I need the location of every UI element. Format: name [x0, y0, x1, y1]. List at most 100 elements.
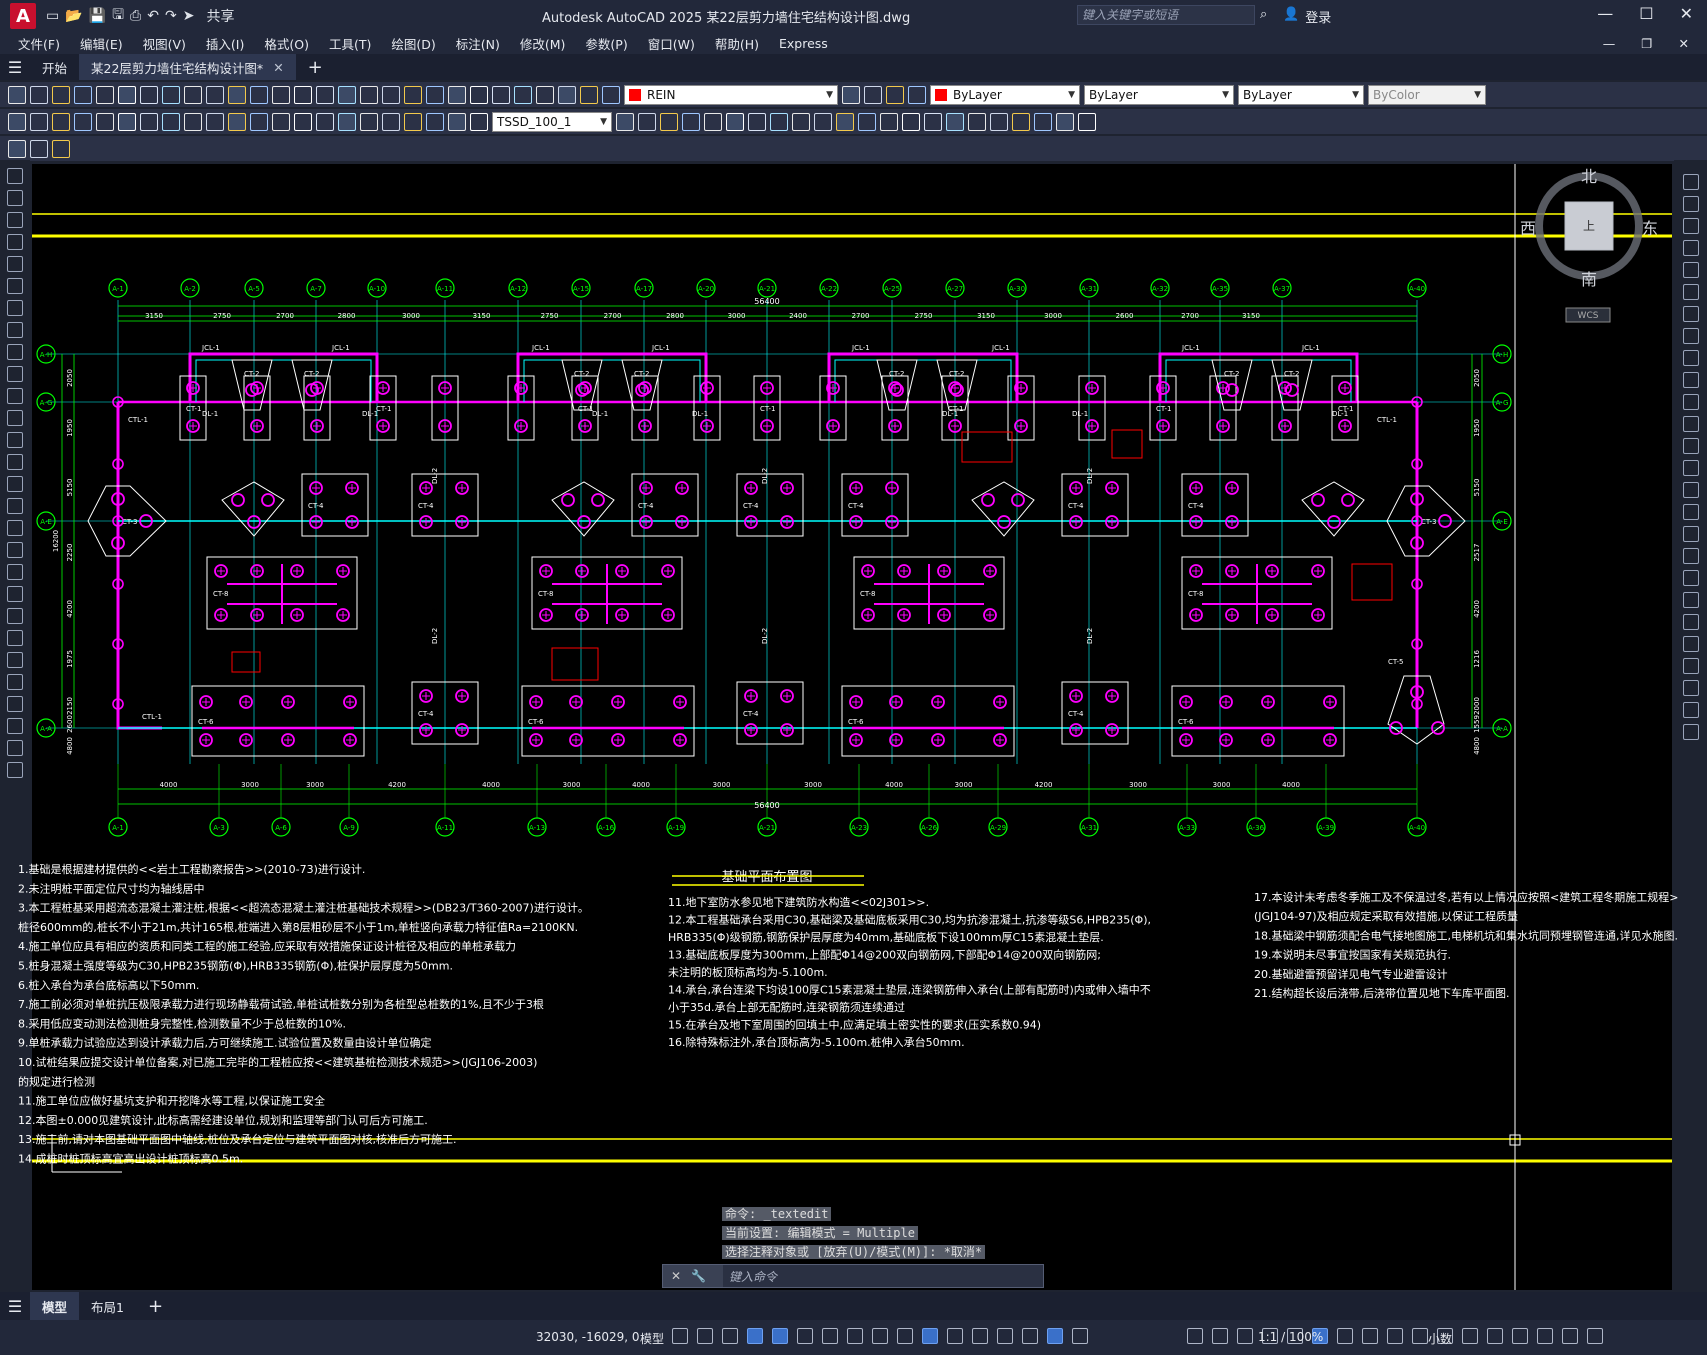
share-icon[interactable]: ➤	[182, 8, 195, 24]
chevron-down-icon[interactable]: ▼	[600, 116, 607, 127]
standard-icon-8[interactable]	[184, 85, 202, 104]
draw-tool-icon-13[interactable]	[7, 454, 23, 470]
tab-model[interactable]: 模型	[30, 1292, 80, 1320]
dimension-icon-19[interactable]	[426, 112, 444, 131]
status-toggle-icon-9[interactable]	[897, 1328, 913, 1344]
modify-tool-icon-22[interactable]	[1682, 658, 1699, 674]
object-icon-20[interactable]	[1056, 112, 1074, 131]
open-icon[interactable]: 📂	[65, 8, 83, 24]
draw-tool-icon-9[interactable]	[7, 366, 23, 382]
object-icon-19[interactable]	[1034, 112, 1052, 131]
command-input[interactable]: 键入命令	[723, 1265, 1043, 1287]
modify-tool-icon-9[interactable]	[1682, 372, 1699, 388]
annotation-scale[interactable]: 1:1 / 100%	[1258, 1330, 1324, 1344]
draw-tool-icon-3[interactable]	[7, 234, 23, 250]
status-toggle-icon-4[interactable]	[772, 1328, 788, 1344]
status-toggle-icon-17[interactable]	[1187, 1328, 1203, 1344]
chevron-down-icon[interactable]: ▼	[1474, 89, 1481, 100]
draw-tool-icon-25[interactable]	[7, 718, 23, 734]
layer-dropdown[interactable]: REIN▼	[624, 84, 838, 105]
modify-tool-icon-20[interactable]	[1682, 614, 1699, 630]
object-icon-8[interactable]	[792, 112, 810, 131]
draw-tool-icon-26[interactable]	[7, 740, 23, 756]
tab-document[interactable]: 某22层剪力墙住宅结构设计图* ✕	[79, 54, 296, 80]
dimension-icon-0[interactable]	[8, 112, 26, 131]
draw-tool-icon-27[interactable]	[7, 762, 23, 778]
standard-icon-16[interactable]	[360, 85, 378, 104]
standard-icon-12[interactable]	[272, 85, 290, 104]
linetype-dropdown[interactable]: ByLayer▼	[1084, 84, 1234, 105]
standard-icon-0[interactable]	[8, 85, 26, 104]
standard-icon-9[interactable]	[206, 85, 224, 104]
menu-item-10[interactable]: 窗口(W)	[647, 36, 695, 52]
draw-tool-icon-17[interactable]	[7, 542, 23, 558]
object-icon-5[interactable]	[726, 112, 744, 131]
dimension-icon-8[interactable]	[184, 112, 202, 131]
doc-close-icon[interactable]: ✕	[1678, 35, 1689, 51]
standard-icon-18[interactable]	[404, 85, 422, 104]
object-icon-16[interactable]	[968, 112, 986, 131]
modify-tool-icon-3[interactable]	[1682, 240, 1699, 256]
object-icon-17[interactable]	[990, 112, 1008, 131]
dimension-icon-5[interactable]	[118, 112, 136, 131]
modify-tool-icon-12[interactable]	[1682, 438, 1699, 454]
draw-tool-icon-4[interactable]	[7, 256, 23, 272]
modify-tool-icon-25[interactable]	[1682, 724, 1699, 740]
status-toggle-icon-30[interactable]	[1512, 1328, 1528, 1344]
object-icon-15[interactable]	[946, 112, 964, 131]
object-icon-10[interactable]	[836, 112, 854, 131]
draw-tool-icon-1[interactable]	[7, 190, 23, 206]
status-toggle-icon-11[interactable]	[947, 1328, 963, 1344]
status-toggle-icon-31[interactable]	[1537, 1328, 1553, 1344]
undo-icon[interactable]: ↶	[147, 8, 159, 24]
standard-icon-19[interactable]	[426, 85, 444, 104]
menu-item-8[interactable]: 修改(M)	[519, 36, 566, 52]
chevron-down-icon[interactable]: ▼	[1222, 89, 1229, 100]
chevron-down-icon[interactable]: ▼	[1352, 89, 1359, 100]
draw-tool-icon-22[interactable]	[7, 652, 23, 668]
object-icon-4[interactable]	[704, 112, 722, 131]
standard-icon-22[interactable]	[492, 85, 510, 104]
modify-tool-icon-15[interactable]	[1682, 504, 1699, 520]
menu-item-3[interactable]: 插入(I)	[205, 36, 245, 52]
status-toggle-icon-32[interactable]	[1562, 1328, 1578, 1344]
modify-tool-icon-10[interactable]	[1682, 394, 1699, 410]
modify-tool-icon-16[interactable]	[1682, 526, 1699, 542]
menu-item-4[interactable]: 格式(O)	[264, 36, 309, 52]
draw-tool-icon-2[interactable]	[7, 212, 23, 228]
dimension-icon-21[interactable]	[470, 112, 488, 131]
status-toggle-icon-15[interactable]	[1047, 1328, 1063, 1344]
color-dropdown[interactable]: ByLayer▼	[930, 84, 1080, 105]
standard-icon-7[interactable]	[162, 85, 180, 104]
standard-icon-4[interactable]	[96, 85, 114, 104]
menu-item-1[interactable]: 编辑(E)	[79, 36, 123, 52]
draw-tool-icon-21[interactable]	[7, 630, 23, 646]
status-toggle-icon-0[interactable]	[672, 1328, 688, 1344]
tab-layout1[interactable]: 布局1	[91, 1299, 124, 1315]
object-icon-3[interactable]	[682, 112, 700, 131]
draw-tool-icon-14[interactable]	[7, 476, 23, 492]
search-icon[interactable]: ⌕	[1260, 7, 1268, 22]
dimension-icon-10[interactable]	[228, 112, 246, 131]
status-toggle-icon-23[interactable]	[1337, 1328, 1353, 1344]
modify-tool-icon-17[interactable]	[1682, 548, 1699, 564]
menu-item-9[interactable]: 参数(P)	[585, 36, 628, 52]
extra-icon-2[interactable]	[52, 139, 70, 158]
draw-tool-icon-8[interactable]	[7, 344, 23, 360]
dimension-icon-1[interactable]	[30, 112, 48, 131]
object-icon-18[interactable]	[1012, 112, 1030, 131]
status-toggle-icon-16[interactable]	[1072, 1328, 1088, 1344]
object-icon-9[interactable]	[814, 112, 832, 131]
modify-tool-icon-5[interactable]	[1682, 284, 1699, 300]
status-toggle-icon-27[interactable]	[1437, 1328, 1453, 1344]
layer-tools-icon-0[interactable]	[842, 85, 860, 104]
menu-item-2[interactable]: 视图(V)	[142, 36, 186, 52]
status-toggle-icon-24[interactable]	[1362, 1328, 1378, 1344]
lineweight-dropdown[interactable]: ByLayer▼	[1238, 84, 1364, 105]
draw-tool-icon-20[interactable]	[7, 608, 23, 624]
status-toggle-icon-1[interactable]	[697, 1328, 713, 1344]
layout-menu-icon[interactable]: ☰	[7, 1296, 23, 1316]
chevron-down-icon[interactable]: ▼	[826, 89, 833, 100]
status-toggle-icon-10[interactable]	[922, 1328, 938, 1344]
menu-item-12[interactable]: Express	[778, 35, 828, 51]
